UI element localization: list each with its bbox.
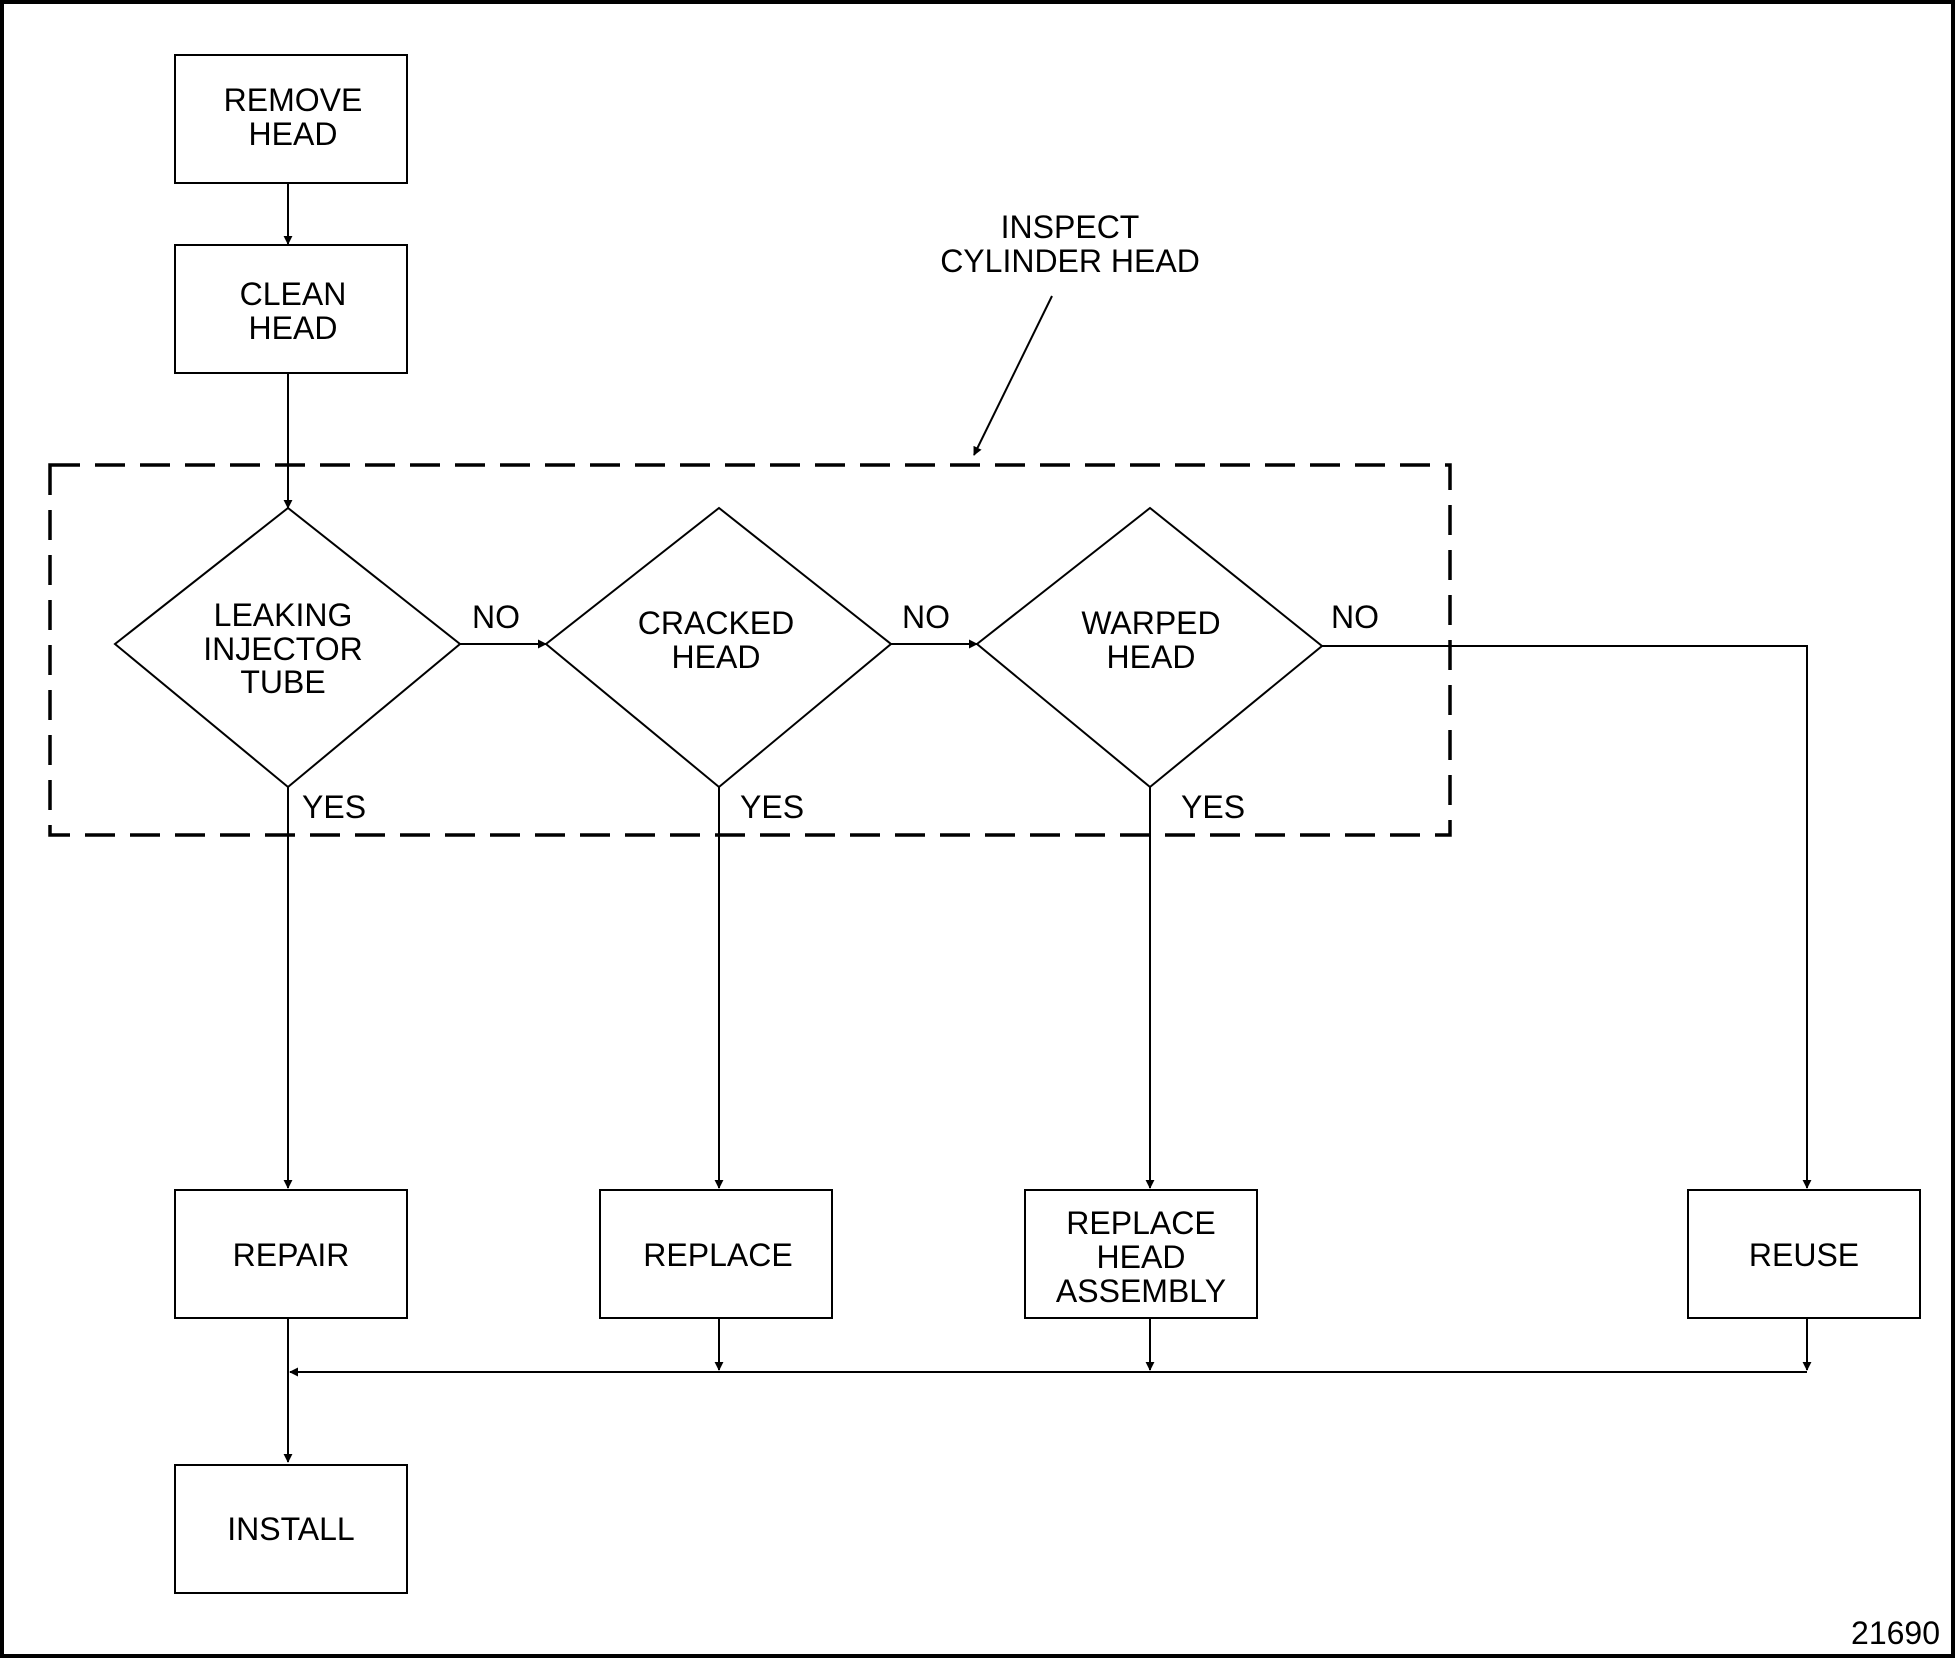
step-box (174, 1464, 408, 1594)
step-label-line-2: HEAD (249, 310, 338, 346)
branch-label-no-leaking: NO (472, 599, 520, 635)
step-label-line-1: REPLACE (1066, 1205, 1215, 1241)
step-label-line-2: HEAD (1097, 1239, 1186, 1275)
step-label-line-1: REPAIR (233, 1237, 350, 1273)
decision-label-line-3: TUBE (240, 664, 325, 700)
step-label-line-2: HEAD (249, 116, 338, 152)
decision-diamond (544, 506, 893, 789)
branch-label-no-warped: NO (1331, 599, 1379, 635)
step-clean-head: CLEAN HEAD (174, 244, 408, 374)
step-remove-head: REMOVE HEAD (174, 54, 408, 184)
inspect-cylinder-head-group (48, 463, 1452, 837)
decision-label-line-2: HEAD (672, 639, 761, 675)
callout-line-2: CYLINDER HEAD (940, 243, 1200, 279)
step-label-line-1: CLEAN (240, 276, 347, 312)
decision-label-line-2: INJECTOR (203, 631, 362, 667)
decision-label-line-1: LEAKING (214, 597, 353, 633)
decision-cracked-head: CRACKED HEAD (544, 506, 893, 789)
branch-label-yes-leaking: YES (302, 789, 366, 825)
step-label-line-1: REPLACE (643, 1237, 792, 1273)
connector-warped-no-to-reuse (1322, 645, 1812, 1189)
step-box (1687, 1189, 1921, 1319)
step-box (174, 1189, 408, 1319)
step-replace: REPLACE (599, 1189, 833, 1319)
step-replace-head-assembly: REPLACE HEAD ASSEMBLY (1024, 1189, 1258, 1319)
decision-label-line-1: CRACKED (638, 605, 794, 641)
step-label-line-3: ASSEMBLY (1056, 1273, 1226, 1309)
step-reuse: REUSE (1687, 1189, 1921, 1319)
branch-label-yes-warped: YES (1181, 789, 1245, 825)
step-box (599, 1189, 833, 1319)
decision-diamond (113, 506, 462, 789)
step-label-line-1: REMOVE (224, 82, 363, 118)
decision-warped-head: WARPED HEAD (975, 506, 1324, 789)
decision-label-line-2: HEAD (1107, 639, 1196, 675)
step-box (174, 54, 408, 184)
branch-label-yes-cracked: YES (740, 789, 804, 825)
step-label-line-1: REUSE (1749, 1237, 1859, 1273)
step-box (1024, 1189, 1258, 1319)
branch-label-no-cracked: NO (902, 599, 950, 635)
decision-label-line-1: WARPED (1081, 605, 1220, 641)
decision-diamond (975, 506, 1324, 789)
callout-leader-arrow (973, 295, 1053, 456)
step-install: INSTALL (174, 1464, 408, 1594)
step-repair: REPAIR (174, 1189, 408, 1319)
decision-leaking-injector-tube: LEAKING INJECTOR TUBE (113, 506, 462, 789)
step-label-line-1: INSTALL (227, 1511, 354, 1547)
figure-number: 21690 (1851, 1615, 1940, 1651)
callout-line-1: INSPECT (1001, 209, 1140, 245)
step-box (174, 244, 408, 374)
